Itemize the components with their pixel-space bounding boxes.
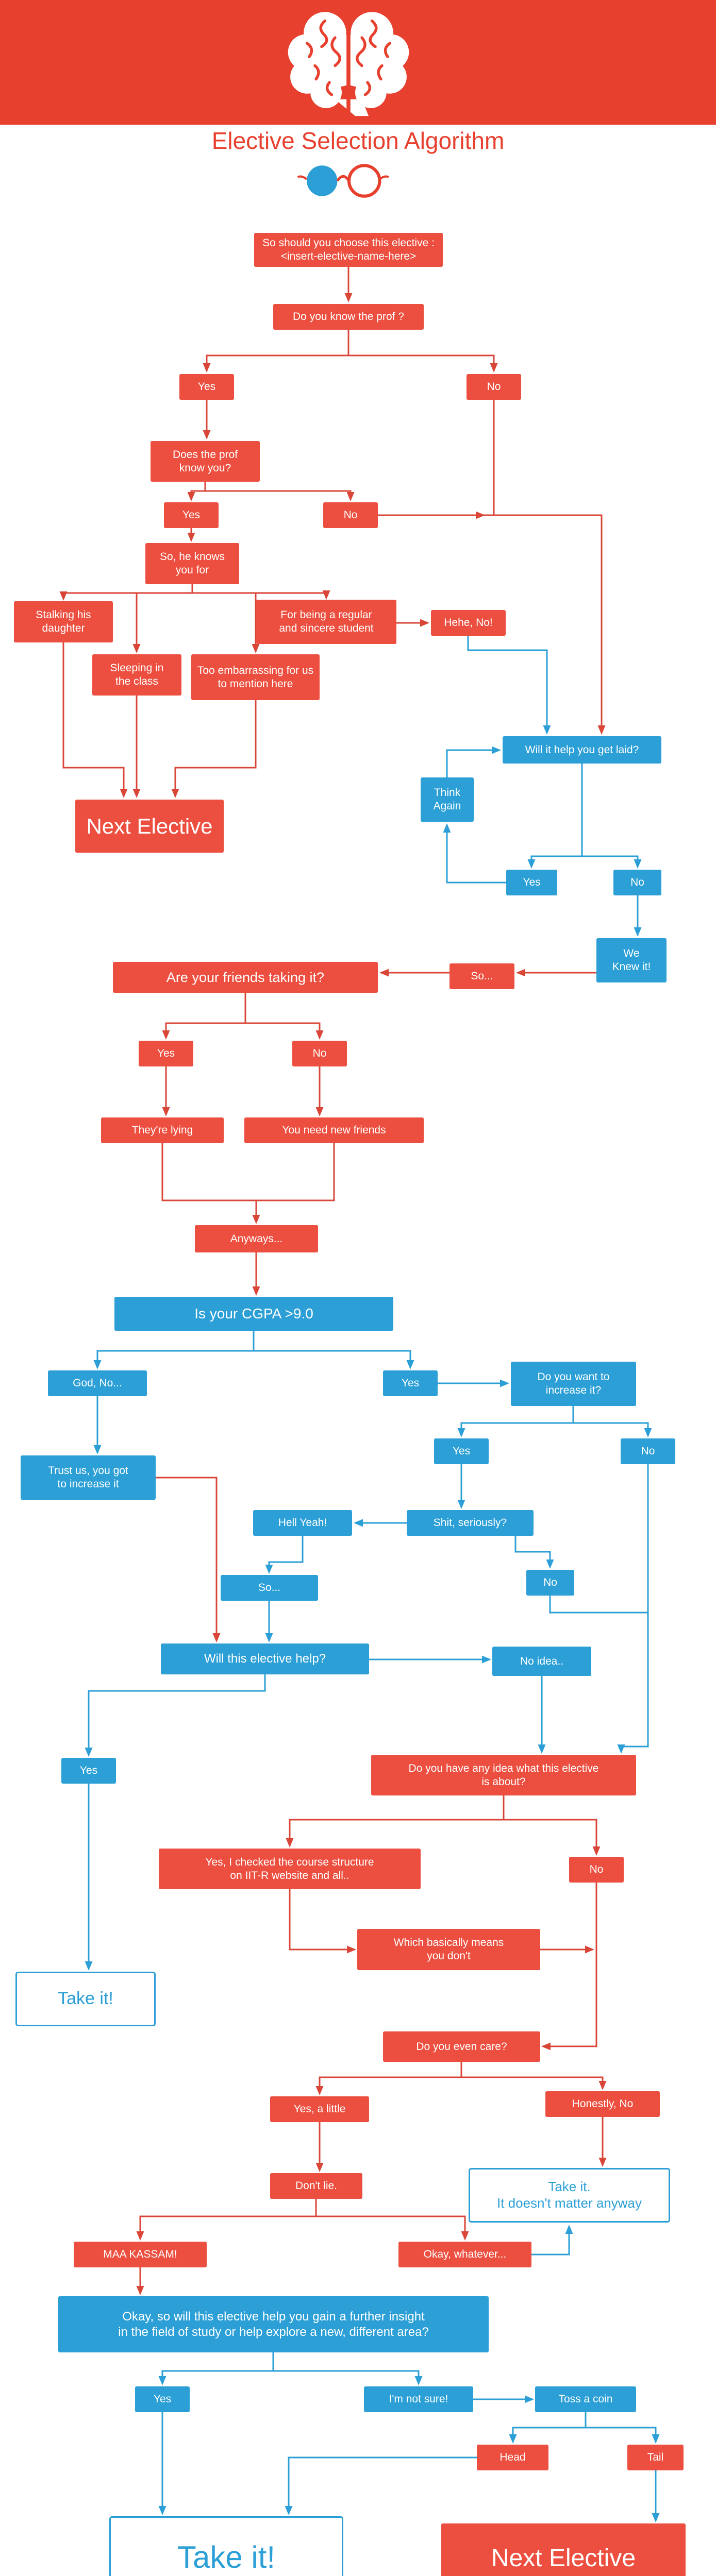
node-should-you-choose: So should you choose this elective : <in… <box>254 233 443 267</box>
node-prof-knows-yes: Yes <box>164 502 219 528</box>
node-know-prof-no: No <box>467 374 521 400</box>
node-prof-knows-no: No <box>323 502 378 528</box>
node-laid-yes: Yes <box>506 870 557 895</box>
node-dont-lie: Don't lie. <box>270 2173 362 2199</box>
node-hehe-no: Hehe, No! <box>431 610 506 636</box>
node-increase-yes: Yes <box>434 1438 489 1464</box>
node-trust-us: Trust us, you got to increase it <box>21 1455 156 1500</box>
node-next-elective-2: Next Elective <box>441 2523 686 2576</box>
page-title: Elective Selection Algorithm <box>211 127 505 154</box>
node-elective-help: Will this elective help? <box>161 1643 369 1674</box>
node-insight-question: Okay, so will this elective help you gai… <box>58 2296 489 2352</box>
node-stalking-daughter: Stalking his daughter <box>14 601 113 642</box>
node-theyre-lying: They're lying <box>101 1117 224 1143</box>
node-need-new-friends: You need new friends <box>244 1117 424 1143</box>
node-sleeping-in-class: Sleeping in the class <box>92 654 181 696</box>
header-banner <box>0 0 716 125</box>
node-know-prof-yes: Yes <box>179 374 234 400</box>
node-prof-know-you: Does the prof know you? <box>151 441 260 482</box>
node-tail: Tail <box>627 2445 684 2470</box>
node-take-it-1: Take it! <box>15 1972 156 2026</box>
node-maa-kassam: MAA KASSAM! <box>74 2242 207 2267</box>
node-next-elective-1: Next Elective <box>75 800 224 853</box>
node-cgpa-question: Is your CGPA >9.0 <box>114 1297 393 1331</box>
node-increase-question: Do you want to increase it? <box>511 1362 636 1406</box>
node-friends-yes: Yes <box>139 1041 193 1066</box>
node-knows-you-for: So, he knows you for <box>145 543 239 584</box>
node-increase-no: No <box>621 1438 675 1464</box>
brain-icon <box>288 11 409 116</box>
node-care-honestly-no: Honestly, No <box>545 2091 660 2117</box>
node-help-yes: Yes <box>61 1758 116 1784</box>
node-seriously-no: No <box>526 1570 574 1596</box>
node-too-embarrassing: Too embarrassing for us to mention here <box>191 654 320 700</box>
node-checked-course: Yes, I checked the course structure on I… <box>159 1849 421 1889</box>
node-care-yes-little: Yes, a little <box>270 2096 369 2122</box>
node-take-it-3: Take it! <box>109 2516 343 2576</box>
node-okay-whatever: Okay, whatever... <box>398 2242 531 2267</box>
node-toss-coin: Toss a coin <box>535 2386 636 2412</box>
node-god-no: God, No... <box>48 1370 147 1396</box>
node-regular-sincere: For being a regular and sincere student <box>256 600 396 644</box>
node-even-care: Do you even care? <box>383 2031 540 2062</box>
node-take-it-2: Take it. It doesn't matter anyway <box>469 2168 670 2223</box>
node-any-idea-question: Do you have any idea what this elective … <box>371 1755 636 1795</box>
node-anyways: Anyways... <box>195 1225 318 1252</box>
node-idea-no: No <box>569 1857 624 1883</box>
node-no-idea: No idea.. <box>492 1647 591 1676</box>
node-laid-no: No <box>613 870 661 895</box>
node-get-laid-question: Will it help you get laid? <box>503 736 661 764</box>
node-we-knew-it: We Knew it! <box>596 938 667 982</box>
node-shit-seriously: Shit, seriously? <box>407 1510 534 1536</box>
node-think-again: Think Again <box>421 777 474 822</box>
node-friends-taking: Are your friends taking it? <box>113 962 378 993</box>
node-so-2: So... <box>221 1575 318 1601</box>
node-head: Head <box>477 2445 548 2470</box>
node-not-sure: I'm not sure! <box>364 2386 473 2412</box>
node-basically-means: Which basically means you don't <box>357 1929 540 1970</box>
node-know-the-prof: Do you know the prof ? <box>273 304 424 330</box>
glasses-icon <box>297 164 389 198</box>
node-so-1: So... <box>449 963 514 989</box>
node-cgpa-yes: Yes <box>383 1370 438 1396</box>
node-hell-yeah: Hell Yeah! <box>253 1510 352 1536</box>
node-friends-no: No <box>292 1041 347 1066</box>
node-insight-yes: Yes <box>135 2386 190 2412</box>
